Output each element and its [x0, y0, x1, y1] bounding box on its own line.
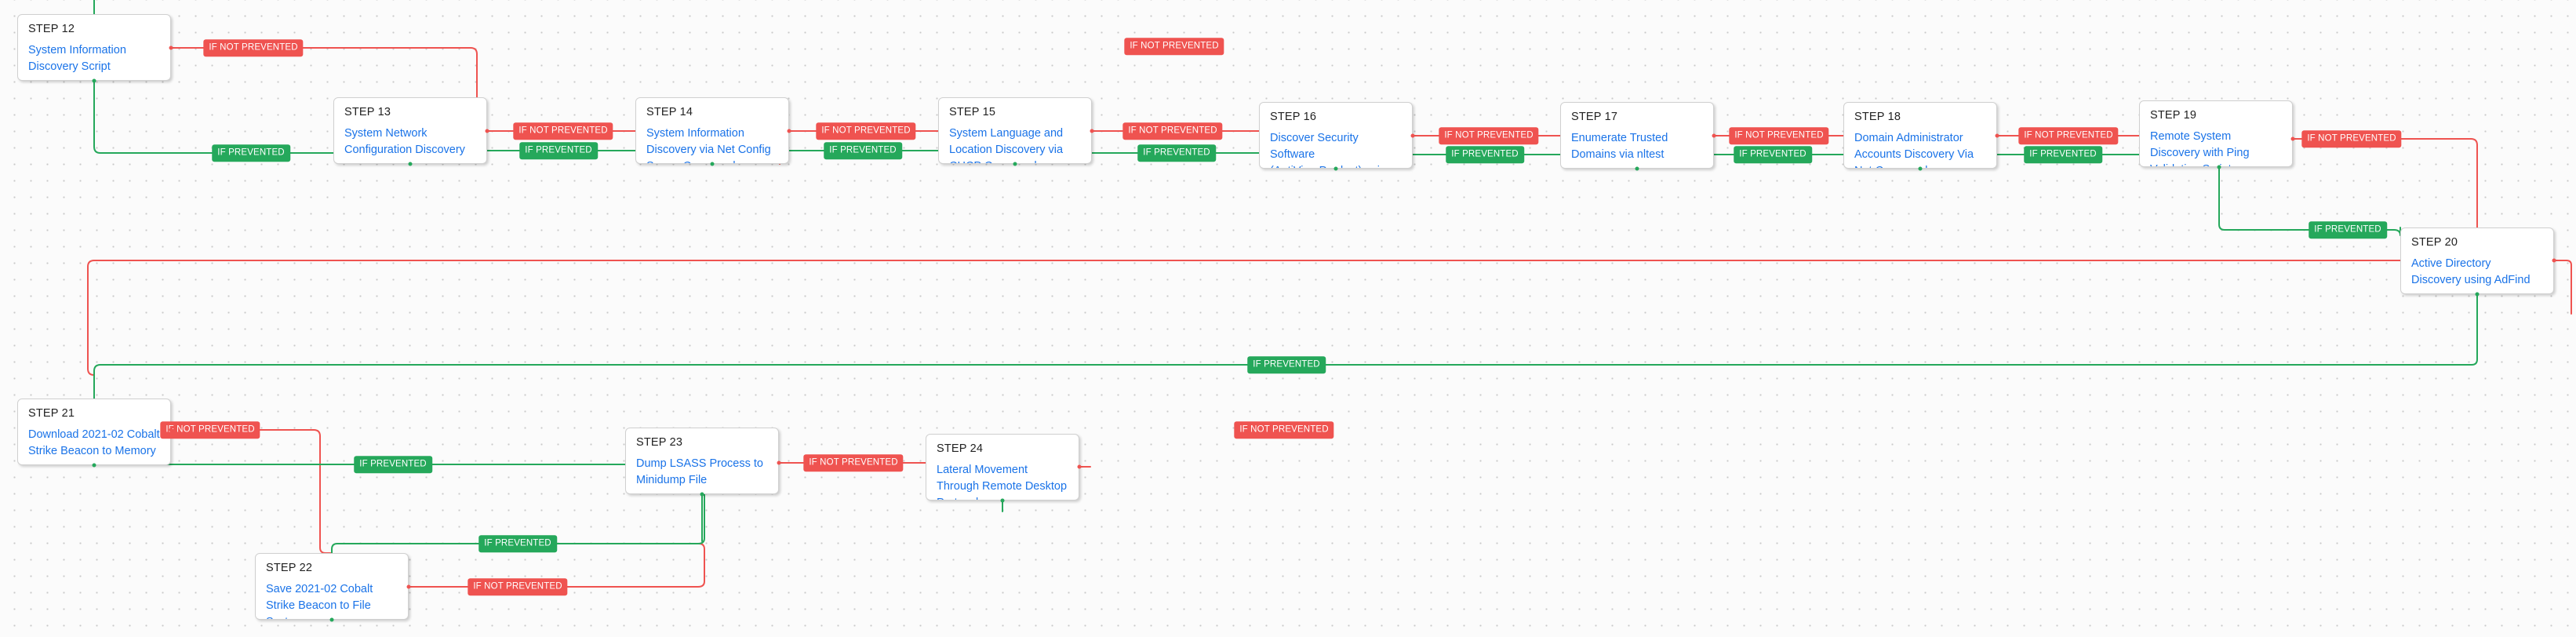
node-step-label: STEP 13 [344, 106, 391, 118]
connection-port-prevented[interactable] [92, 78, 96, 83]
edge-prevented [93, 293, 2478, 399]
node-technique-link[interactable]: Remote System Discovery with Ping Valida… [2150, 129, 2250, 166]
edge-label-prevented: IF PREVENTED [2309, 221, 2387, 238]
node-technique-link[interactable]: Save 2021-02 Cobalt Strike Beacon to Fil… [266, 582, 373, 619]
edge-label-not_prevented: IF NOT PREVENTED [803, 454, 904, 471]
node-technique-link[interactable]: Active Directory Discovery using AdFind [2411, 257, 2531, 286]
connection-port-not_prevented[interactable] [2290, 136, 2295, 141]
connection-port-not_prevented[interactable] [787, 129, 791, 133]
connection-port-prevented[interactable] [710, 162, 715, 166]
edge-label-not_prevented: IF NOT PREVENTED [2018, 127, 2119, 144]
edge-label-not_prevented: IF NOT PREVENTED [1729, 127, 1829, 144]
node-technique-link[interactable]: Discover Security Software (AntiVirusPro… [1270, 131, 1392, 168]
edge-label-prevented: IF PREVENTED [824, 142, 902, 159]
edge-label-not_prevented: IF NOT PREVENTED [1439, 127, 1539, 144]
connection-port-not_prevented[interactable] [777, 460, 781, 465]
edge-not_prevented [87, 260, 2572, 399]
node-step23[interactable]: STEP 23 Dump LSASS Process to Minidump Fi… [625, 428, 779, 494]
edge-label-not_prevented: IF NOT PREVENTED [816, 122, 916, 140]
node-step-label: STEP 20 [2411, 236, 2458, 249]
node-technique-link[interactable]: System Language and Location Discovery v… [949, 126, 1064, 163]
node-step-label: STEP 24 [937, 442, 984, 455]
edge-label-not_prevented: IF NOT PREVENTED [468, 578, 568, 595]
connection-port-prevented[interactable] [1635, 166, 1639, 171]
node-step16[interactable]: STEP 16 Discover Security Software (AntiV… [1259, 102, 1413, 169]
edge-label-prevented: IF PREVENTED [1247, 356, 1326, 373]
connection-port-not_prevented[interactable] [1077, 464, 1082, 469]
edge-prevented [93, 80, 334, 154]
node-technique-link[interactable]: Dump LSASS Process to Minidump File [636, 457, 763, 486]
edge-label-not_prevented: IF NOT PREVENTED [1234, 421, 1334, 439]
connection-port-prevented[interactable] [2475, 292, 2480, 297]
node-technique-link[interactable]: Enumerate Trusted Domains via nltest [1571, 131, 1668, 161]
connection-port-prevented[interactable] [1013, 162, 1017, 166]
node-technique-link[interactable]: System Information Discovery via Net Con… [646, 126, 771, 163]
node-step-label: STEP 19 [2150, 109, 2197, 122]
node-step-label: STEP 17 [1571, 111, 1618, 123]
edge-label-not_prevented: IF NOT PREVENTED [160, 421, 260, 439]
node-step17[interactable]: STEP 17 Enumerate Trusted Domains via nlt… [1560, 102, 1714, 169]
connection-port-prevented[interactable] [2217, 165, 2221, 169]
node-step-label: STEP 22 [266, 562, 313, 574]
edge-not_prevented [2292, 138, 2478, 228]
connection-port-not_prevented[interactable] [1410, 133, 1415, 138]
node-step22[interactable]: STEP 22 Save 2021-02 Cobalt Strike Beacon… [255, 553, 409, 620]
connection-port-prevented[interactable] [1918, 166, 1923, 171]
edge-not_prevented [170, 429, 333, 554]
edge-label-not_prevented: IF NOT PREVENTED [1122, 122, 1223, 140]
node-step15[interactable]: STEP 15 System Language and Location Disc… [938, 97, 1092, 164]
connection-port-not_prevented[interactable] [169, 428, 173, 432]
node-step20[interactable]: STEP 20 Active Directory Discovery using … [2400, 228, 2554, 294]
connection-port-not_prevented[interactable] [1995, 133, 1999, 138]
connection-port-not_prevented[interactable] [1712, 133, 1716, 138]
connection-port-not_prevented[interactable] [1090, 129, 1094, 133]
connection-port-prevented[interactable] [700, 492, 704, 497]
node-step24[interactable]: STEP 24 Lateral Movement Through Remote D… [926, 434, 1079, 500]
node-technique-link[interactable]: Domain Administrator Accounts Discovery … [1854, 131, 1974, 168]
edge-label-prevented: IF PREVENTED [1734, 146, 1812, 163]
node-technique-link[interactable]: Lateral Movement Through Remote Desktop … [937, 463, 1068, 500]
edge-label-prevented: IF PREVENTED [1446, 146, 1524, 163]
connection-port-prevented[interactable] [1000, 498, 1005, 503]
node-technique-link[interactable]: System Network Configuration Discovery [344, 126, 465, 156]
edge-label-prevented: IF PREVENTED [212, 144, 290, 162]
node-step14[interactable]: STEP 14 System Information Discovery via … [635, 97, 789, 164]
edge-label-prevented: IF PREVENTED [1137, 144, 1216, 162]
node-step12[interactable]: STEP 12 System Information Discovery Scri… [17, 14, 171, 81]
edge-label-prevented: IF PREVENTED [2024, 146, 2102, 163]
connection-port-prevented[interactable] [329, 617, 334, 622]
node-step-label: STEP 21 [28, 407, 75, 420]
connection-port-prevented[interactable] [92, 463, 96, 468]
node-step-label: STEP 15 [949, 106, 996, 118]
node-step-label: STEP 18 [1854, 111, 1901, 123]
edge-label-not_prevented: IF NOT PREVENTED [203, 39, 304, 56]
node-step-label: STEP 23 [636, 436, 683, 449]
connection-port-not_prevented[interactable] [169, 46, 173, 50]
node-step21[interactable]: STEP 21 Download 2021-02 Cobalt Strike Be… [17, 399, 171, 465]
edge-label-prevented: IF PREVENTED [519, 142, 598, 159]
connection-port-prevented[interactable] [408, 162, 413, 166]
connection-port-prevented[interactable] [1333, 166, 1338, 171]
node-step19[interactable]: STEP 19 Remote System Discovery with Ping… [2139, 100, 2293, 167]
node-step18[interactable]: STEP 18 Domain Administrator Accounts Dis… [1843, 102, 1997, 169]
edge-label-prevented: IF PREVENTED [478, 535, 557, 552]
edge-label-not_prevented: IF NOT PREVENTED [1124, 38, 1224, 55]
node-technique-link[interactable]: System Information Discovery Script [28, 43, 126, 73]
connection-port-not_prevented[interactable] [485, 129, 489, 133]
node-technique-link[interactable]: Download 2021-02 Cobalt Strike Beacon to… [28, 428, 160, 457]
edge-label-prevented: IF PREVENTED [354, 456, 432, 473]
connection-port-not_prevented[interactable] [2552, 258, 2556, 263]
connection-port-not_prevented[interactable] [406, 584, 411, 589]
edge-label-not_prevented: IF NOT PREVENTED [2301, 130, 2402, 147]
node-step13[interactable]: STEP 13 System Network Configuration Disc… [333, 97, 487, 164]
edge-label-not_prevented: IF NOT PREVENTED [513, 122, 613, 140]
node-step-label: STEP 16 [1270, 111, 1317, 123]
node-step-label: STEP 12 [28, 23, 75, 35]
node-step-label: STEP 14 [646, 106, 693, 118]
